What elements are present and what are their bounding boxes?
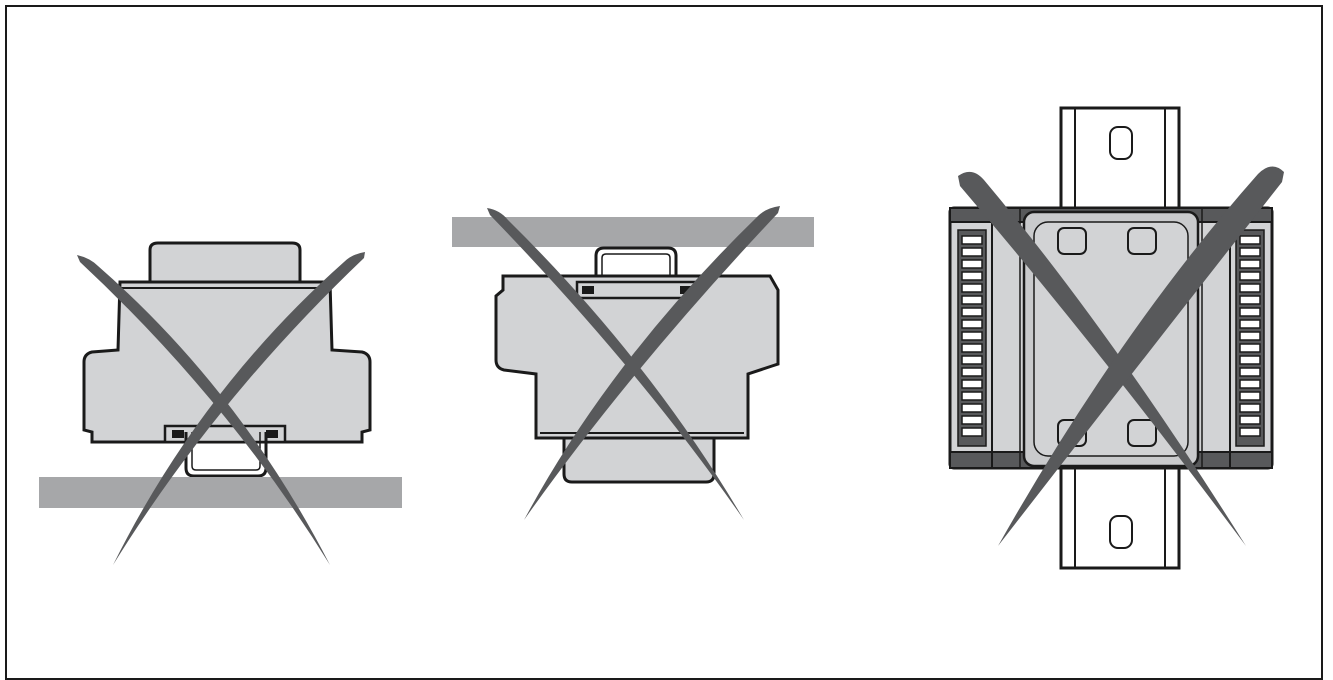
terminal-block-right (1235, 229, 1265, 447)
panel-left (39, 241, 402, 565)
screw-cover (1127, 227, 1157, 255)
screw-cover (1127, 419, 1157, 447)
clip-slot (266, 430, 278, 438)
screw-cover (1057, 227, 1087, 255)
clip-slot (172, 430, 184, 438)
terminal-block-left (957, 229, 987, 447)
cross-mark-icon (958, 171, 1246, 547)
panel-right (948, 106, 1284, 570)
din-clip (575, 280, 699, 300)
din-rail-icon (39, 477, 402, 508)
device-top-cap (148, 241, 302, 289)
rail-slot (1109, 126, 1133, 160)
panel-middle (452, 206, 814, 520)
rail-hook (184, 432, 268, 478)
rail-slot (1109, 515, 1133, 549)
